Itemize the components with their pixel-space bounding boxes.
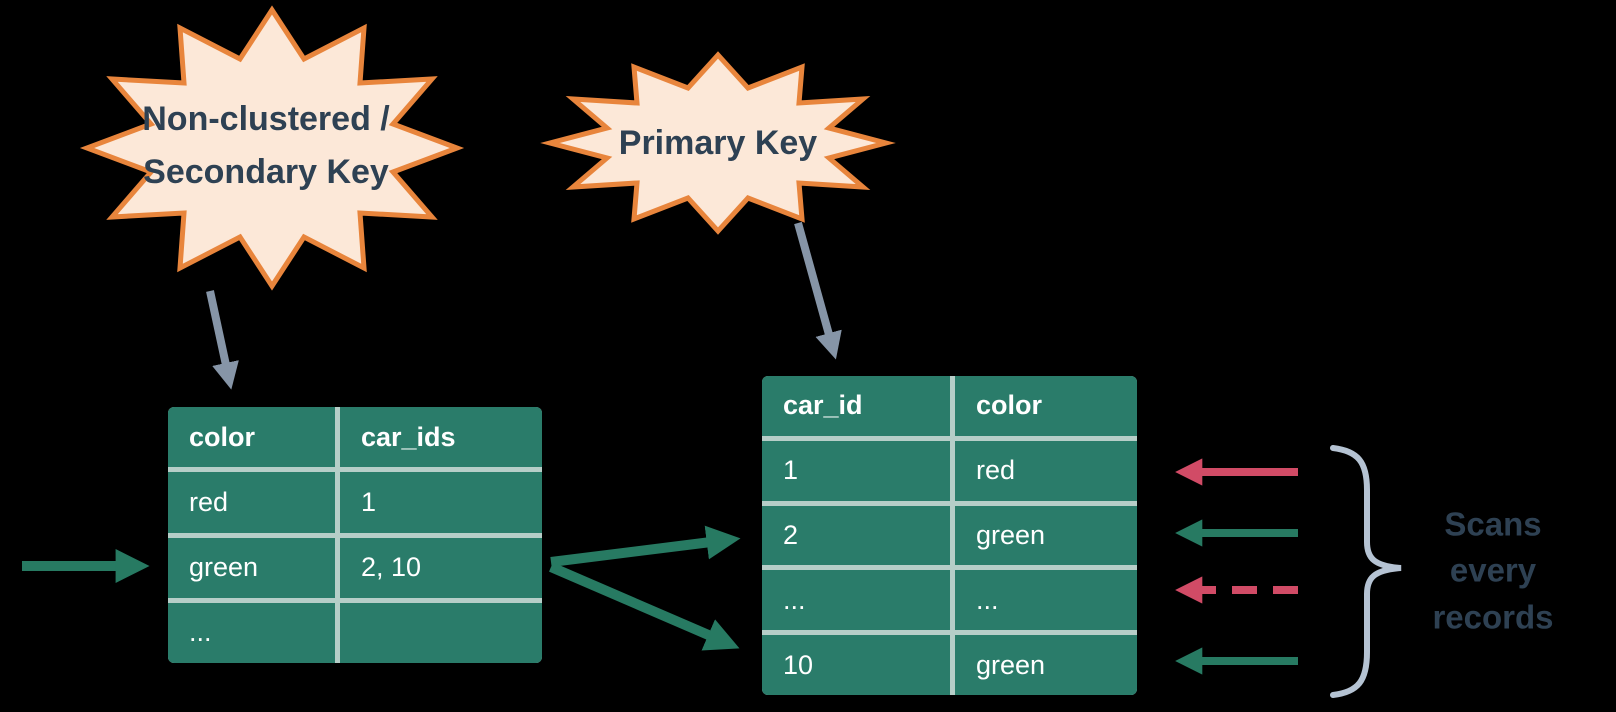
table-cell: red [168,472,335,533]
scan-annotation-line1: Scans [1444,506,1541,543]
primary-key-label: Primary Key [619,124,818,162]
table-cell: 1 [762,440,950,501]
scan-annotation-line3: records [1432,599,1553,636]
column-header-car-id: car_id [762,376,950,436]
secondary-key-label-line1: Non-clustered / [142,100,390,138]
column-header-color: color [955,376,1137,436]
table-cell: ... [955,570,1137,631]
table-cell: ... [762,570,950,631]
primary-key-badge: Primary Key [540,51,896,235]
table-cell [340,602,542,663]
table-cell: ... [168,602,335,663]
primary-badge-pointer-arrow-icon [794,221,842,360]
secondary-badge-pointer-arrow-icon [206,290,239,390]
starburst-shape-icon [540,51,896,235]
starburst-shape-icon [79,5,465,291]
table-cell: green [955,635,1137,695]
primary-key-table: car_id color 1 red 2 green ... ... 10 gr… [762,376,1137,695]
table-cell: green [168,537,335,598]
scan-annotation: Scans every records [1432,506,1553,636]
lookup-arrow-to-row-10-icon [549,562,740,651]
scan-annotation-line2: every [1450,552,1537,589]
column-header-car-ids: car_ids [340,407,542,468]
table-cell: 1 [340,472,542,533]
table-cell: red [955,440,1137,501]
table-cell: green [955,505,1137,566]
secondary-key-badge: Non-clustered / Secondary Key [79,5,465,291]
secondary-key-label-line2: Secondary Key [143,153,389,191]
column-header-color: color [168,407,335,468]
curly-brace-icon [1330,445,1402,698]
table-cell: 10 [762,635,950,695]
lookup-arrow-to-row-2-icon [550,525,741,567]
table-cell: 2 [762,505,950,566]
secondary-index-table: color car_ids red 1 green 2, 10 ... [168,407,542,663]
table-cell: 2, 10 [340,537,542,598]
